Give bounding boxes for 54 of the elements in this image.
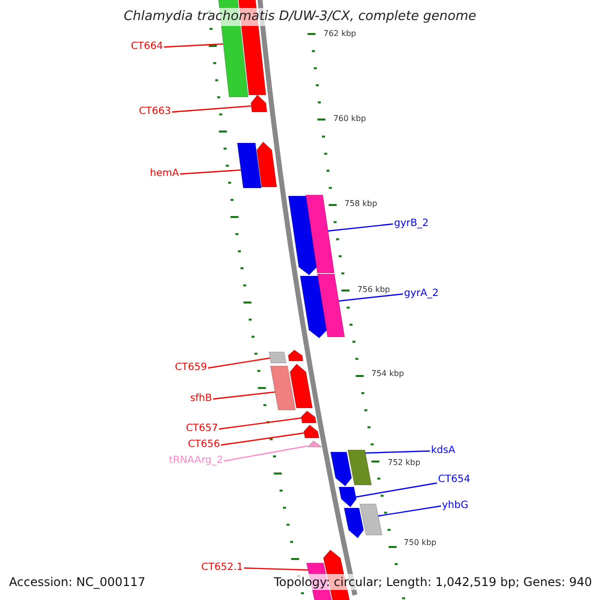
leader-line [244,567,308,571]
gene-block [338,486,357,508]
gene-label: CT657 [186,422,218,436]
leader-line [356,482,438,498]
gene-label: hemA [150,167,179,181]
gene-label: CT664 [130,40,163,54]
leader-line [328,223,394,232]
gene-bar [347,450,372,486]
leader-line [220,432,304,446]
gene-label: kdsA [431,444,456,458]
position-label: 750 kbp [404,538,436,548]
position-label: 752 kbp [388,458,420,468]
gene-label: CT656 [188,438,220,452]
gene-block [303,424,320,438]
gene-label: gyrA_2 [404,287,439,301]
gene-label: gyrB_2 [394,217,429,231]
gene-block [250,94,268,112]
position-label: 760 kbp [333,114,366,124]
gene-bar [316,274,346,338]
leader-line [172,105,252,113]
gene-bar [270,366,296,410]
gene-bar [236,142,262,188]
position-label: 762 kbp [324,29,356,39]
gene-label: CT652.1 [201,561,243,575]
leader-line [224,445,308,462]
gene-bar [268,352,286,364]
trna-marker [306,440,323,448]
position-label: 756 kbp [357,285,390,295]
gene-label: CT654 [438,473,470,487]
gene-block [256,141,278,188]
gene-block [330,452,352,487]
leader-line [218,417,302,430]
accession-text: Accession: NC_000117 [9,574,146,590]
gene-label: tRNAArg_2 [169,454,223,468]
gene-block [344,508,364,539]
gene-label: CT659 [174,361,207,375]
position-label: 754 kbp [371,369,404,379]
gene-block [300,276,328,339]
gene-label: CT663 [138,105,171,119]
position-label: 758 kbp [344,199,378,209]
leader-line [212,391,276,400]
leader-line [164,43,224,48]
gene-label: yhbG [442,499,468,513]
genome-info-text: Topology: circular; Length: 1,042,519 bp; Genes: 940 [274,574,592,590]
gene-block [288,196,318,276]
leader-line [180,169,241,175]
leader-line [378,505,442,517]
gene-bar [305,194,335,274]
gene-bar [359,504,383,536]
gene-block [300,410,317,424]
leader-line [338,293,404,302]
gene-label: sfhB [190,392,212,406]
leader-line [208,357,270,369]
leader-line [365,450,430,454]
